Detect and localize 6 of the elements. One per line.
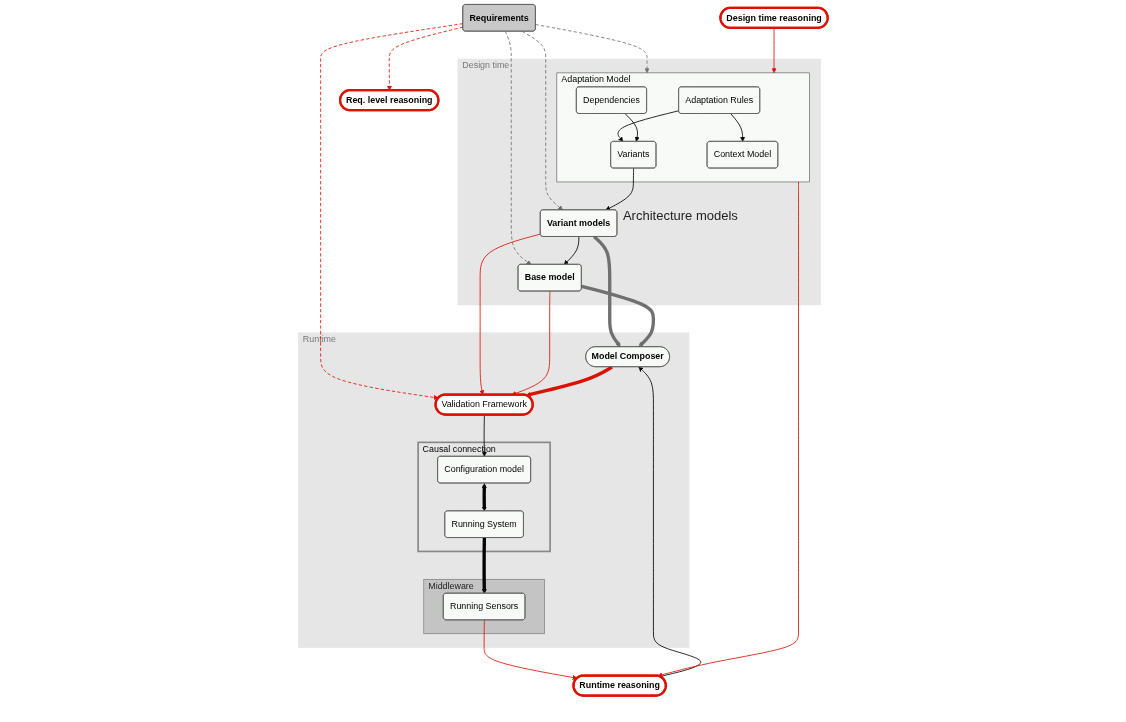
arrow	[525, 365, 613, 397]
arrow	[481, 483, 487, 512]
arrow	[481, 537, 487, 594]
arrow	[593, 235, 621, 348]
arrow	[581, 284, 656, 348]
note-label: Architecture models	[622, 207, 738, 223]
